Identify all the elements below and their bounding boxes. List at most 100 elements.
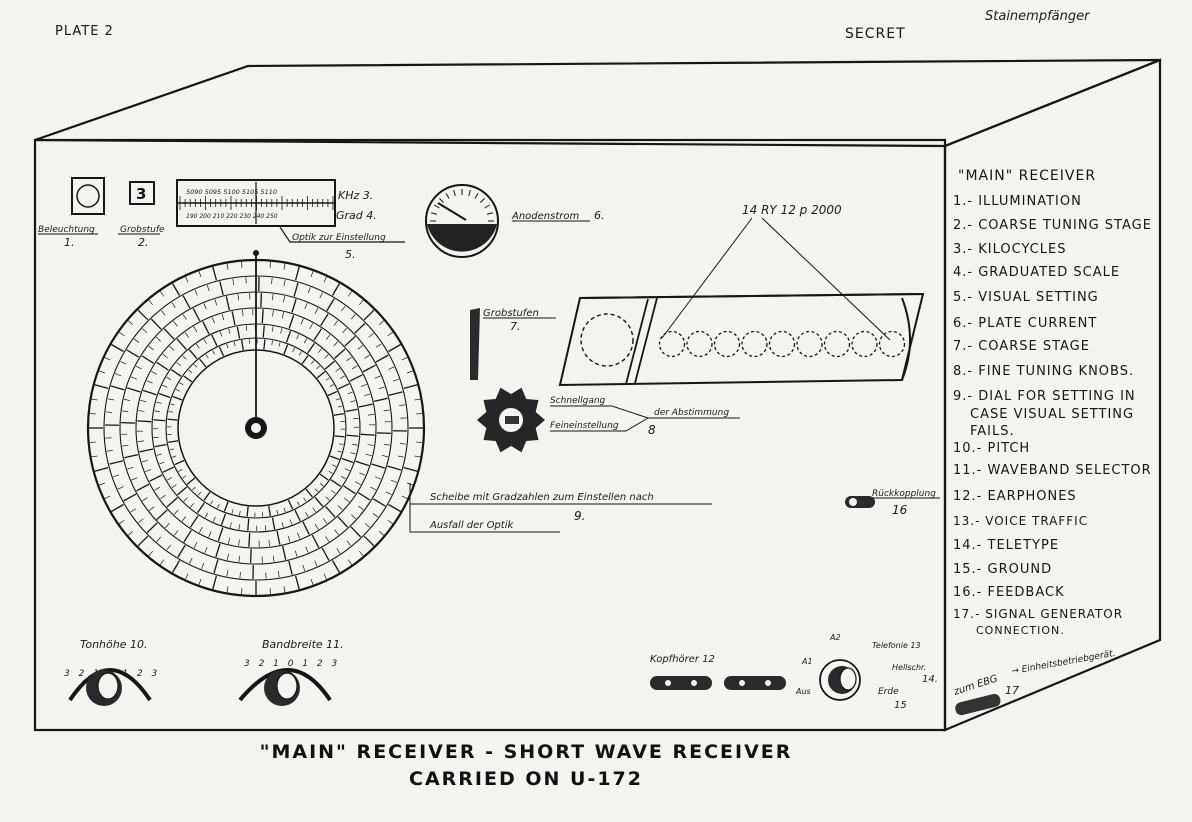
dial-tick xyxy=(166,376,172,381)
feineinstellung-label: Feineinstellung xyxy=(550,421,619,431)
dial-tick xyxy=(294,550,298,557)
dial-tick xyxy=(263,339,266,350)
dial-tick xyxy=(137,420,152,423)
earphone-jacks: Kopfhörer 12 xyxy=(650,654,786,690)
legend-item: 11.- WAVEBAND SELECTOR xyxy=(953,463,1152,478)
dial-ticks xyxy=(89,261,423,595)
dial-tick xyxy=(305,488,313,498)
abstimmung-label: der Abstimmung xyxy=(654,408,729,418)
leader-line xyxy=(661,217,753,339)
dial-tick xyxy=(322,518,328,524)
dial-tick xyxy=(401,357,408,361)
dial-tick xyxy=(388,343,401,353)
dial-tick xyxy=(218,346,225,357)
dial-tick xyxy=(317,348,322,353)
dial-tick xyxy=(271,277,273,285)
dial-tick xyxy=(325,506,336,518)
dial-tick xyxy=(241,588,243,595)
dial-tick xyxy=(337,383,350,390)
dial-tick xyxy=(331,283,341,296)
dial-tick xyxy=(331,560,341,573)
dial-tick xyxy=(362,364,376,373)
classification-label: SECRET xyxy=(845,26,906,42)
waveband-scale-arc xyxy=(238,668,332,702)
dial-tick xyxy=(146,380,153,384)
dial-tick xyxy=(215,543,221,558)
dial-tick xyxy=(183,529,192,543)
legend-item: 6.- PLATE CURRENT xyxy=(953,316,1097,331)
jack-hole xyxy=(739,680,745,686)
dial-tick xyxy=(226,586,229,593)
plate-current-meter: Anodenstrom 6. xyxy=(425,184,605,258)
drum-window xyxy=(558,292,925,387)
hellschr-label: Hellschr. xyxy=(892,663,926,672)
dial-tick xyxy=(176,362,181,367)
legend-item: 4.- GRADUATED SCALE xyxy=(953,265,1120,280)
dial-tick xyxy=(198,270,202,278)
dial-tick xyxy=(171,560,181,573)
dial-tick xyxy=(314,496,324,507)
dial-tick xyxy=(124,453,139,459)
dial-tick xyxy=(314,307,319,314)
dial-tick xyxy=(226,570,229,577)
dial-tick xyxy=(226,263,229,270)
dial-tick xyxy=(239,511,241,516)
dial-tick xyxy=(403,466,418,472)
connector-socket-icon xyxy=(955,693,1001,716)
dial-tick xyxy=(166,497,178,508)
dial-tick xyxy=(171,484,177,488)
dial-tick xyxy=(307,287,311,294)
dial-tick xyxy=(150,318,162,330)
dial-tick xyxy=(332,464,337,467)
gear-hub-slot xyxy=(505,416,519,424)
dial-tick xyxy=(370,486,377,491)
dial-tick xyxy=(202,321,210,335)
dial-tick xyxy=(217,527,224,542)
dial-tick xyxy=(344,497,350,503)
dial-tick xyxy=(314,523,319,530)
dial-tick xyxy=(173,320,178,327)
dial-tick xyxy=(333,341,339,347)
dial-tick xyxy=(324,354,329,359)
kopfhoerer-label: Kopfhörer 12 xyxy=(650,654,715,665)
waveband-scale-digits: 3 2 1 0 1 2 3 xyxy=(244,659,340,669)
dial-tick xyxy=(353,417,359,420)
dial-tick xyxy=(392,378,400,382)
dial-tick xyxy=(156,536,161,542)
dial-tick xyxy=(212,516,216,522)
legend-item: 5.- VISUAL SETTING xyxy=(953,290,1099,305)
dial-tick xyxy=(193,326,198,333)
dial-tick xyxy=(325,536,330,542)
drum-large-lamp-icon xyxy=(580,313,634,367)
dial-tick xyxy=(283,279,286,286)
dial-tick xyxy=(303,338,308,344)
legend-item: 12.- EARPHONES xyxy=(953,489,1077,504)
dial-tick xyxy=(387,331,393,337)
dial-tick xyxy=(203,491,211,501)
dial-tick xyxy=(312,507,316,513)
dial-tick xyxy=(172,395,183,401)
schnellgang-label: Schnellgang xyxy=(550,396,606,406)
dial-tick xyxy=(139,448,154,453)
dial-tick xyxy=(199,358,207,368)
dial-tick xyxy=(340,475,346,480)
drum-position-circle xyxy=(658,330,686,358)
dial-tick xyxy=(347,291,353,297)
dial-tick xyxy=(127,531,134,536)
dial-tick xyxy=(109,460,124,465)
dial-tick xyxy=(303,497,307,502)
dial-tick xyxy=(326,298,335,312)
pos-b-label: A2 xyxy=(829,633,841,642)
illumination-control: Beleuchtung 1. xyxy=(38,177,105,249)
legend-item: 2.- COARSE TUNING STAGE xyxy=(953,218,1152,233)
mode-switch-cap xyxy=(839,667,857,691)
dial-tick xyxy=(162,466,175,473)
mode-switch-ring xyxy=(819,659,861,701)
dial-tick xyxy=(272,555,275,562)
dial-tick xyxy=(192,486,196,491)
dial-tick xyxy=(360,383,367,387)
drum-position-circle xyxy=(713,330,741,358)
teletype-annotation: 14 RY 12 p 2000 xyxy=(661,203,891,341)
meter-scale-ticks xyxy=(430,189,494,222)
meter-lower-shade xyxy=(427,224,497,252)
